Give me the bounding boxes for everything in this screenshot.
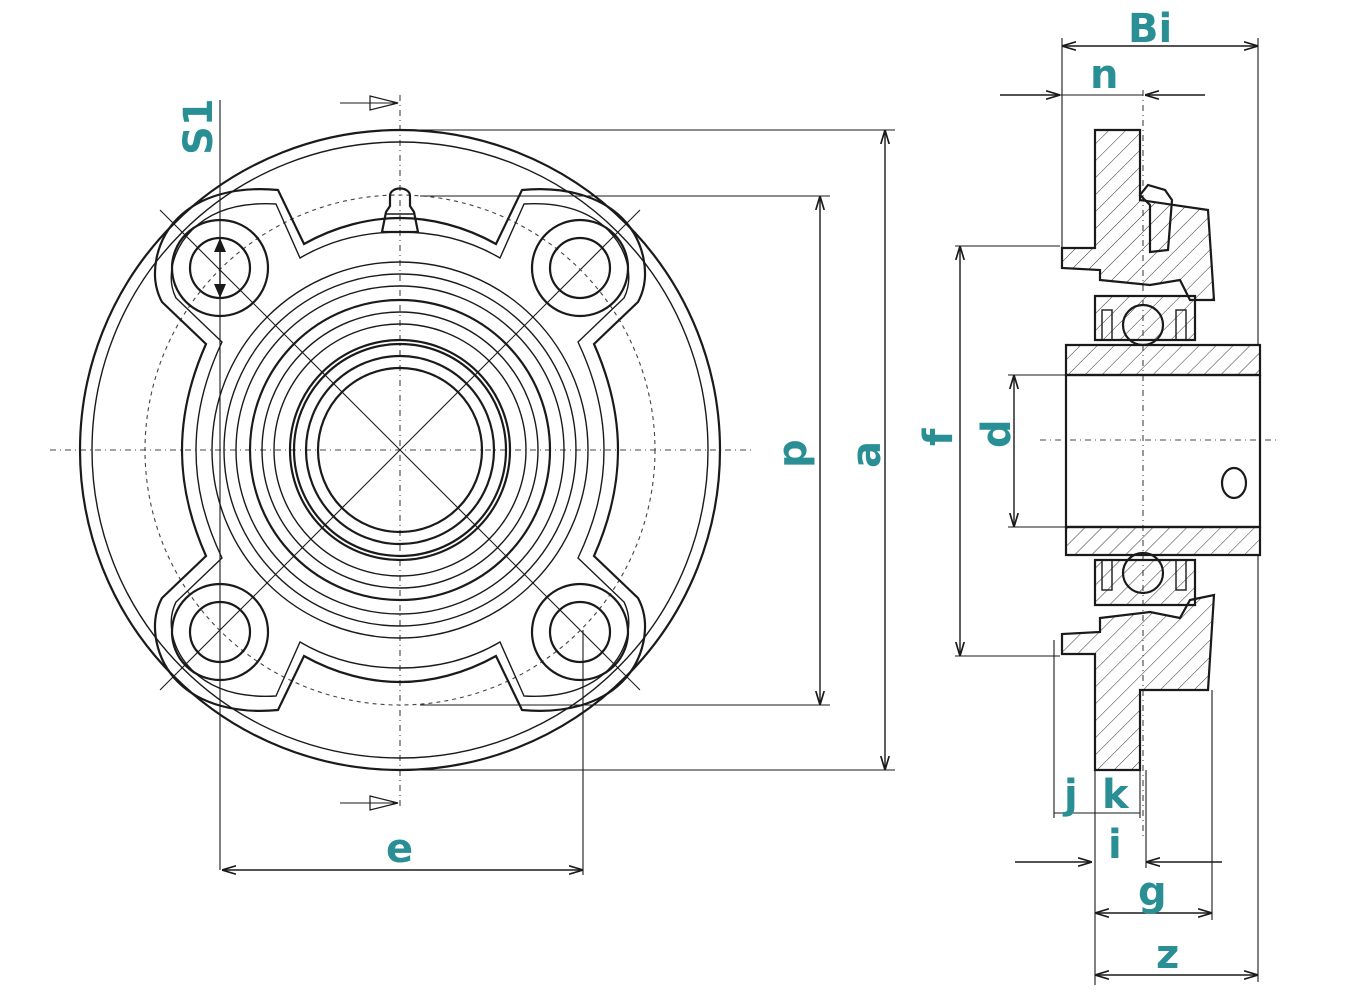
- housing-section-upper: [1060, 128, 1216, 302]
- seal-lower-left: [1101, 559, 1113, 591]
- label-f: f: [916, 428, 962, 446]
- section-arrow-top: [369, 95, 399, 111]
- bolt-circle: [144, 194, 656, 706]
- inner-ring-section-lower: [1064, 525, 1262, 557]
- seal-upper-left: [1101, 309, 1113, 341]
- front-view: S1 p a e: [50, 95, 895, 875]
- side-section-view: f d Bi n j k i g z: [916, 6, 1280, 985]
- label-i: i: [1108, 822, 1122, 868]
- label-d: d: [974, 419, 1020, 448]
- housing-lobed-inner-outline: [170, 203, 630, 697]
- housing-ring-3: [235, 285, 565, 615]
- bearing-ring-2: [288, 338, 512, 562]
- flange-outer-inner-circle: [91, 141, 709, 759]
- bolt-boss-top-right: [530, 218, 630, 318]
- housing-ring-5: [261, 311, 539, 589]
- housing-ring-4: [248, 298, 552, 602]
- outer-ring-upper: [1093, 294, 1197, 342]
- bolt-hole-bottom-right: [548, 600, 612, 664]
- inner-ring: [304, 354, 496, 546]
- seal-upper-right: [1175, 309, 1187, 341]
- label-j: j: [1062, 772, 1078, 818]
- bolt-boss-bottom-right: [530, 582, 630, 682]
- grease-nipple: [380, 187, 420, 234]
- bolt-hole-top-right: [548, 236, 612, 300]
- seal-lower-right: [1175, 559, 1187, 591]
- housing-ring-2: [223, 273, 577, 627]
- label-n: n: [1090, 52, 1118, 98]
- housing-ring-1: [211, 261, 589, 639]
- label-e: e: [386, 826, 413, 872]
- inner-ring-section-upper: [1064, 343, 1262, 377]
- outer-ring-lower: [1093, 558, 1197, 607]
- bore: [1064, 373, 1262, 529]
- label-p: p: [770, 439, 816, 468]
- bore-circle: [316, 366, 484, 534]
- label-z: z: [1156, 932, 1179, 978]
- housing-section-lower: [1060, 593, 1216, 772]
- label-s1: S1: [176, 98, 222, 155]
- housing-lobed-outline: [154, 188, 646, 712]
- set-screw-hole: [1220, 466, 1248, 500]
- label-a: a: [844, 441, 890, 468]
- s1-arrows: [214, 238, 226, 298]
- side-grease-nipple: [1138, 183, 1174, 254]
- label-g: g: [1138, 869, 1167, 915]
- inner-ring-outer: [292, 342, 508, 558]
- label-k: k: [1102, 772, 1130, 818]
- bearing-ring-1: [273, 323, 527, 577]
- section-arrow-bottom: [369, 795, 399, 811]
- label-bi: Bi: [1128, 6, 1172, 52]
